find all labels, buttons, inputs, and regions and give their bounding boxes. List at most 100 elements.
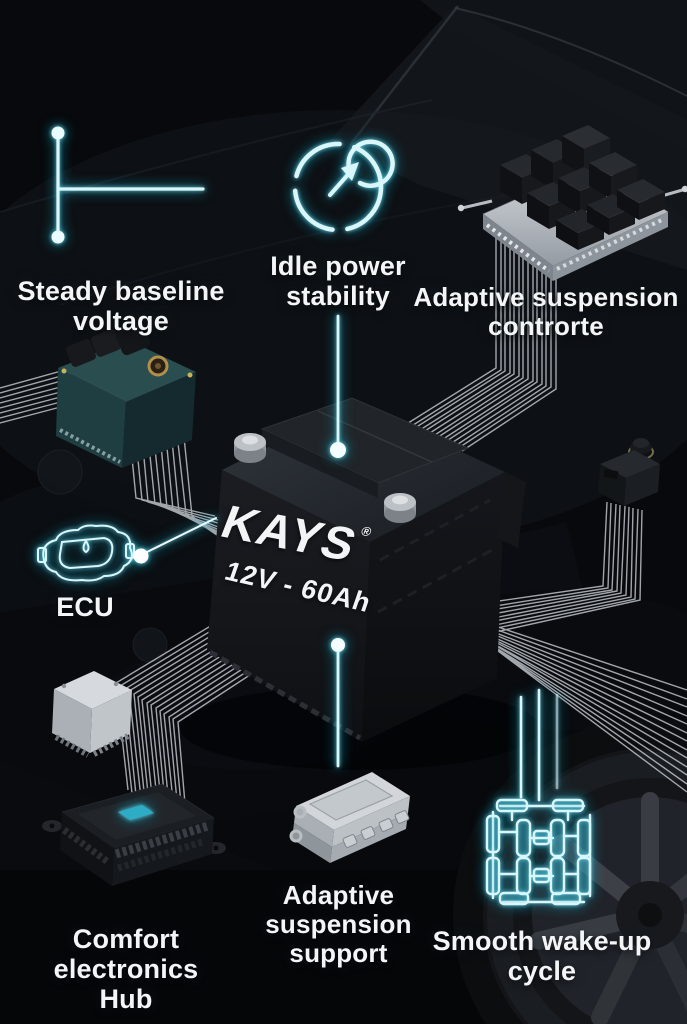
module-connector: [378, 818, 394, 832]
module-connector: [342, 834, 358, 848]
relay-pins: [54, 734, 90, 758]
relay-tab: [113, 681, 119, 687]
hub-glow-screen: [118, 805, 154, 820]
relay-tab: [61, 683, 67, 689]
relay-front: [52, 689, 92, 753]
battery-right-face: [362, 472, 505, 742]
module-connector: [394, 810, 410, 824]
hub-connector-row: [61, 827, 111, 865]
connector-teeth: [556, 217, 665, 271]
cube-right: [578, 222, 604, 250]
wire-ribbon-ecu-left: [0, 367, 73, 424]
ecu-connector-row: [59, 428, 121, 464]
pointer-dot: [133, 548, 149, 564]
voltage-lines: [56, 131, 205, 239]
sensor-side: [624, 464, 660, 506]
label-smooth-wake-up-cycle: Smooth wake-up cycle: [402, 926, 682, 986]
mount-screw: [49, 823, 55, 829]
label-line: Steady baseline: [17, 276, 225, 306]
cube-left: [500, 165, 522, 204]
dashed-ring: [292, 141, 384, 233]
label-line: controrte: [488, 311, 604, 342]
voltage-level-icon: [51, 126, 205, 244]
hub-module-illustration: [42, 783, 226, 886]
wheel-spokes: [529, 792, 687, 1024]
hood-crease-1: [0, 99, 433, 213]
spoke: [641, 792, 659, 892]
rod-tip: [681, 185, 687, 193]
ecu-screw: [61, 368, 67, 374]
label-line: Adaptive suspension: [413, 282, 679, 312]
bottom-bar-block: [498, 891, 530, 906]
spoke: [529, 913, 628, 950]
label-line: Adaptive suspension: [265, 880, 412, 940]
tire-tread: [453, 718, 687, 1024]
voltage-dot-top: [51, 126, 65, 140]
module-band-right: [332, 796, 410, 847]
suspension-controller-module-illustration: [457, 125, 687, 281]
cube-left: [527, 193, 549, 229]
battery-side-groove: [379, 498, 491, 562]
roof-highlight: [454, 7, 687, 97]
relay-pins: [92, 733, 130, 757]
hood-crease-2: [59, 191, 526, 306]
label-adaptive-suspension-controller: Adaptive suspension controrte: [412, 282, 680, 342]
label-line: ECU: [56, 592, 114, 622]
label-line: Comfort electronics: [53, 924, 199, 985]
relay-top: [54, 671, 132, 709]
corner-block: [485, 814, 501, 854]
spoke: [591, 934, 645, 1024]
ecu-connector-pointer: [133, 517, 217, 564]
cube-left: [587, 205, 609, 235]
label-adaptive-suspension-support: Adaptive suspension support: [216, 880, 461, 968]
voltage-dot-bottom: [51, 230, 65, 244]
a-pillar-highlight: [349, 5, 459, 146]
suspension-module-illustration: [289, 772, 410, 863]
label-idle-power-stability: Idle power stability: [238, 251, 438, 311]
link-lines: [497, 809, 580, 878]
cube-right: [639, 192, 665, 220]
wire-bundle-ecu-to-battery: [126, 406, 243, 555]
corner-block: [576, 856, 592, 896]
cube-top: [617, 179, 665, 203]
connector-battery-bottom: [331, 638, 345, 768]
label-line: Idle power: [270, 251, 406, 281]
top-bar-block: [551, 798, 585, 813]
label-steady-baseline-voltage: Steady baseline voltage: [15, 276, 227, 336]
pulley-shape: [37, 449, 83, 495]
cube-left: [531, 150, 553, 189]
wire-bundle-battery-to-corner: [446, 609, 687, 793]
cube-left: [556, 220, 578, 250]
arrow-head: [341, 162, 359, 181]
mount-screw: [213, 845, 219, 851]
cube-top: [589, 152, 637, 176]
corner-block: [485, 856, 501, 896]
gold-connector-core: [155, 363, 161, 369]
battery-side-step: [497, 472, 526, 548]
chassis-schematic-icon: [485, 798, 592, 906]
wireframe-inner: [58, 536, 114, 570]
connector-dot: [331, 638, 345, 652]
capacitor: [115, 322, 151, 356]
connectors-to-schematic: [519, 688, 559, 802]
top-bar-block: [495, 798, 529, 813]
ecu-screw: [187, 372, 193, 378]
module-lower-left: [292, 823, 332, 863]
battery-lid: [260, 397, 470, 484]
relay-cubes: [500, 125, 665, 250]
pointer-line: [146, 517, 217, 553]
wire-bundle-controller-to-battery: [396, 233, 557, 452]
battery-lid-edge: [262, 429, 378, 498]
wire-bundle-sensor-to-battery: [463, 501, 643, 640]
battery-terminal-negative: [234, 433, 266, 463]
corner-block: [576, 818, 592, 858]
inner-arc: [346, 139, 395, 188]
battery-illustration: [207, 397, 526, 742]
sensor-window: [603, 468, 619, 480]
capacitor: [66, 339, 96, 367]
hub-connector-row: [116, 838, 204, 872]
rod-tip: [457, 204, 465, 212]
silver-relay-illustration: [52, 671, 132, 758]
